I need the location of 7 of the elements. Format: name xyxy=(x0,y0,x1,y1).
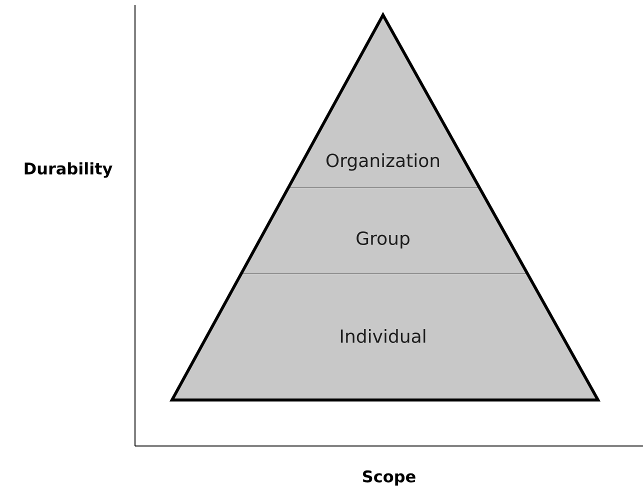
axis-label: Scope xyxy=(363,470,416,486)
axis-label: Durability xyxy=(24,162,112,178)
node-label: Organization xyxy=(326,153,440,171)
node-label: Group xyxy=(356,231,410,249)
node-label: Individual xyxy=(340,329,426,343)
pyramid-band: Group xyxy=(240,188,528,274)
pyramid-band: Organization xyxy=(288,15,480,188)
